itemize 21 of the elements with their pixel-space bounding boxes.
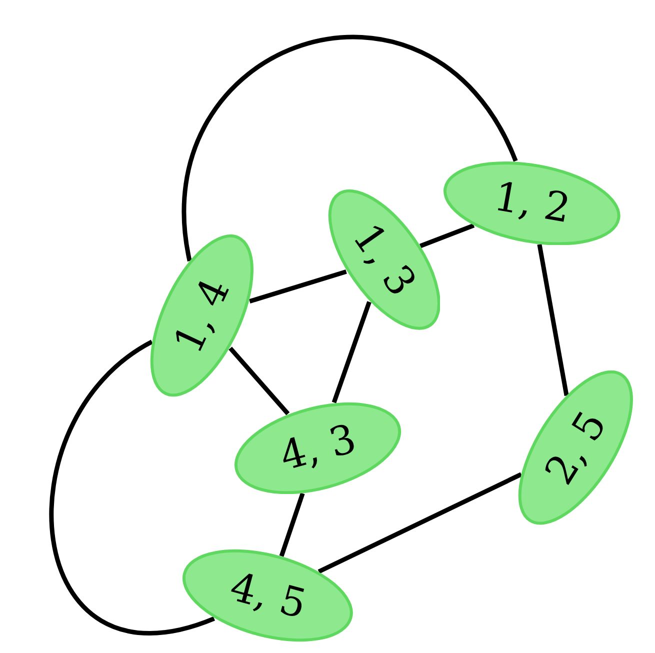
ellipse-node (443, 160, 621, 246)
ellipse-node (182, 549, 354, 643)
connector-line (182, 35, 518, 262)
node-label: 4, 5 (226, 566, 310, 626)
ellipse-node (328, 189, 440, 331)
connector-line (318, 472, 522, 574)
node-label: 1, 2 (490, 176, 574, 230)
ellipse-node (518, 370, 634, 526)
node-label: 1, 3 (346, 217, 422, 303)
connector-line (50, 340, 215, 634)
connector-line (279, 492, 305, 557)
connector-line (332, 301, 372, 404)
node-label: 1, 4 (168, 272, 236, 360)
node-label: 4, 3 (276, 418, 360, 478)
ellipse-node (234, 402, 402, 494)
node-label: 2, 5 (538, 405, 614, 491)
connector-line (228, 346, 290, 416)
connector-line (537, 244, 569, 396)
connector-line (419, 223, 475, 248)
ellipse-node (150, 234, 254, 398)
connector-line (249, 269, 347, 304)
